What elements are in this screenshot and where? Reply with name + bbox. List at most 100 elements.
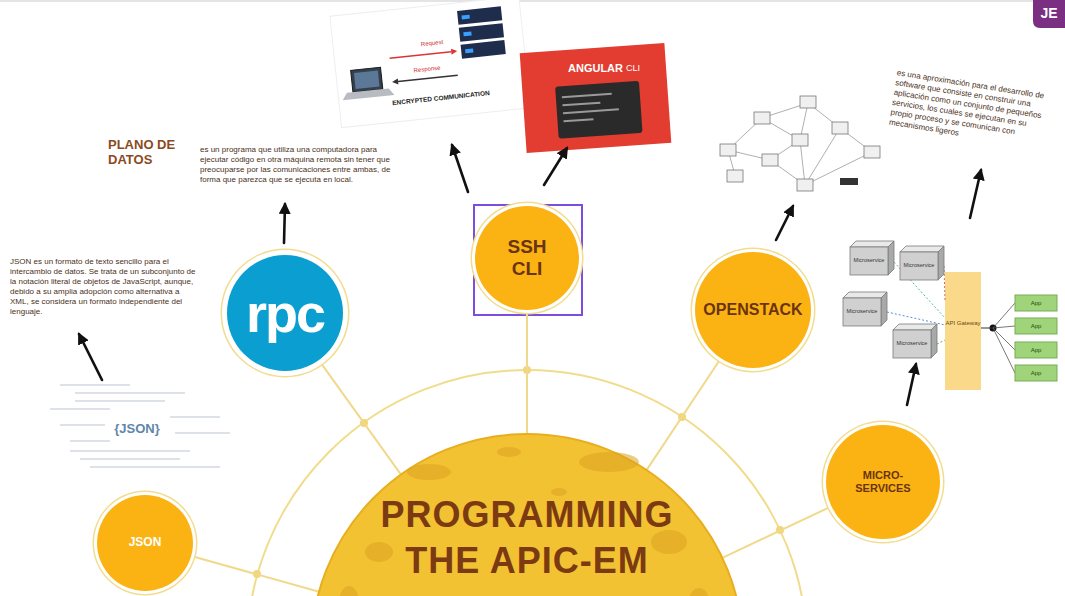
branch-line [526,310,528,434]
net-node [727,170,743,182]
code-line [75,392,185,394]
label-box: Response [402,62,453,75]
code-line [90,466,220,468]
picture-text: ANGULAR [568,62,624,75]
request-head [451,48,458,55]
label-box: Microservice [900,262,938,269]
pointer-arrow [284,204,285,243]
branch-line [191,556,319,592]
server-light [465,48,473,53]
terminal-line [563,108,619,114]
picture-text: {JSON} [111,421,163,436]
cube-top [893,324,937,330]
picture-text: Microservice [843,308,881,315]
shape-g [993,303,1015,373]
picture-text: App [1015,346,1057,354]
net-node [797,179,813,191]
cube-top [850,241,894,247]
label-box: JSON es un formato de texto sencillo par… [10,257,196,317]
net-node [864,146,880,158]
circle-label: SSH CLI [497,236,557,280]
picture-text: JE [1033,5,1065,22]
code-line [175,432,230,434]
cube-top [843,292,887,298]
terminal-line [562,93,612,98]
code-line [170,416,220,418]
pointer-arrow [79,334,102,380]
central-moon: PROGRAMMING THE APIC-EM [309,432,745,596]
moon-crater [579,452,639,472]
server [459,23,504,42]
response-head [392,78,399,85]
picture-text: Microservice [850,257,888,264]
moon-crater [339,586,359,596]
cube-front [850,247,888,275]
selection-frame [474,205,582,315]
app-box [1015,365,1057,381]
app-box [1015,318,1057,334]
net-node [792,134,808,146]
label-box: Microservice [850,257,888,264]
code-line [80,458,180,460]
gateway-band [945,272,981,390]
section-heading: PLANO DE DATOS [108,137,188,167]
shape-g [720,96,880,191]
label-box: es una aproximación para el desarrollo d… [888,68,1051,152]
circle-label: OPENSTACK [703,301,802,319]
code-line [60,384,130,386]
angular-picture [520,43,672,153]
moon-crater [689,588,709,596]
label-box: JE [1033,5,1065,22]
net-node [800,96,816,108]
moon-crater [365,542,393,562]
moon-crater [407,464,451,480]
pointer-arrow [907,364,916,405]
pointer-arrows [79,145,981,405]
request-arrow [390,52,452,58]
label-box: API Gateway [945,320,981,327]
app-link [993,328,1015,350]
user-badge [1033,0,1065,28]
net-line [805,152,872,185]
label-box: CLI [626,62,652,75]
net-node [720,144,736,156]
laptop-display [354,71,380,89]
branch-line [647,358,721,470]
laptop-screen [351,67,383,92]
description-text: es una aproximación para el desarrollo d… [888,68,1051,152]
picture-text: Microservice [893,340,931,347]
picture-text: App [1015,299,1057,307]
picture-text: API Gateway [945,320,981,327]
label-box: {JSON} [111,421,163,436]
label-box: es un programa que utiliza una computado… [200,145,392,185]
cube-front [900,252,938,280]
app-box [1015,295,1057,311]
topic-circle: OPENSTACK [695,252,811,368]
shape-g [843,241,944,358]
picture-text: CLI [626,62,652,75]
terminal-window [555,81,642,139]
label-box: App [1015,299,1057,307]
net-node [754,112,770,124]
service-link [937,340,945,344]
cube-side [931,324,937,358]
terminal-line [563,118,593,122]
branch-line [722,506,831,557]
app-link [993,303,1015,328]
circle-label: JSON [129,536,162,550]
app-box [1015,342,1057,358]
cube-side [881,292,887,326]
label-box: App [1015,322,1057,330]
pointer-arrow [544,148,567,185]
code-line [70,450,190,452]
label-box: App [1015,346,1057,354]
net-node [762,154,778,166]
picture-text: App [1015,322,1057,330]
cube-side [938,246,944,280]
description-text: es un programa que utiliza una computado… [200,145,392,185]
code-line [75,400,165,402]
code-line [60,424,105,426]
laptop-base [342,88,394,100]
label-box: Microservice [893,340,931,347]
shape-g [1015,295,1057,381]
